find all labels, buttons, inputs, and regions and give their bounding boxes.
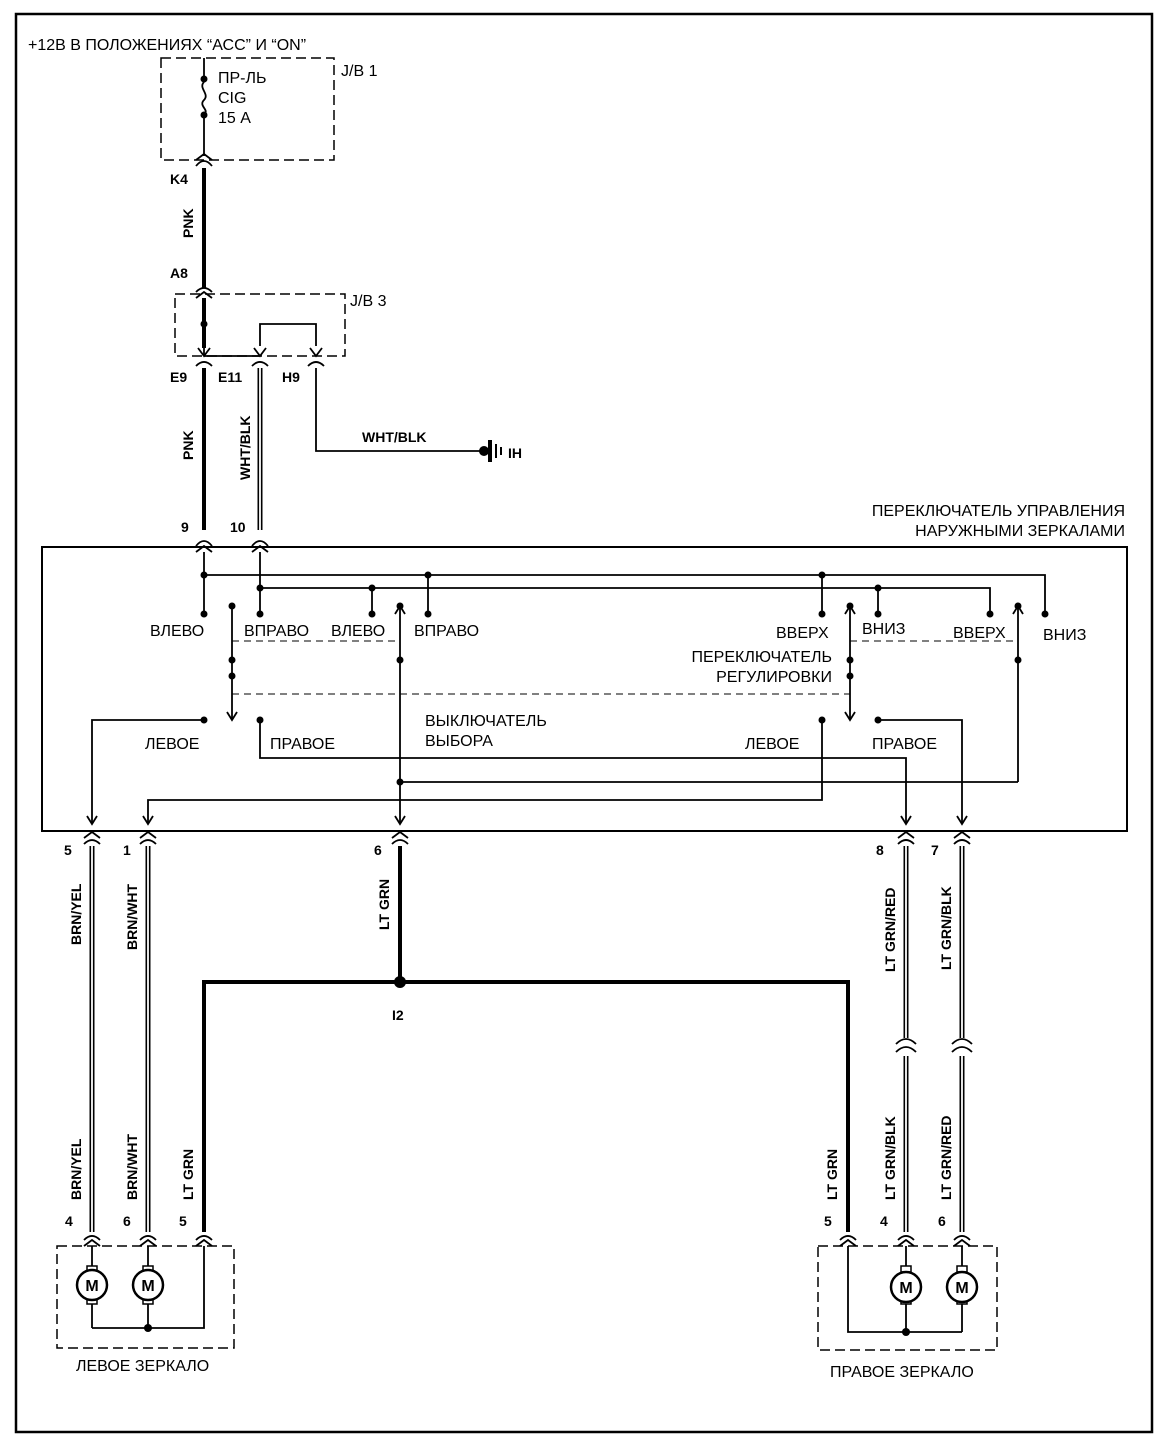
diagram-frame [14,12,1154,1434]
contact-label-down-1: ВНИЗ [862,621,905,638]
pin-switch-8: 8 [876,842,884,858]
right-motor-2-symbol: M [955,1280,968,1297]
left-motor-1-symbol: M [85,1278,98,1295]
fuse-rating: 15 А [218,110,251,127]
select-switch-label-line1: ВЫКЛЮЧАТЕЛЬ [425,713,547,730]
pin-right-mirror-4: 4 [880,1213,888,1229]
ground-point-label: IH [508,445,522,461]
left-motor-2-symbol: M [141,1278,154,1295]
connector-h9 [307,361,325,367]
pin-right-mirror-6: 6 [938,1213,946,1229]
connector-left-mirror [83,1235,213,1247]
motor-icon [131,1268,165,1302]
jb3-internal-wiring [197,298,323,358]
connector-switch-6 [391,830,409,845]
wire-label-lt-grn-top: LT GRN [376,879,392,930]
pin-switch-1: 1 [123,842,131,858]
connector-right-mirror [839,1235,971,1247]
pin-h9: H9 [282,369,300,385]
select-switch-label-line2: ВЫБОРА [425,733,493,750]
wire-label-brn-yel-bottom: BRN/YEL [68,1138,84,1200]
select-label-left-a: ЛЕВОЕ [145,736,199,753]
pin-e11: E11 [218,369,242,385]
connector-switch-8 [897,830,915,845]
wire-label-lt-grn-left-bottom: LT GRN [180,1149,196,1200]
left-mirror-label: ЛЕВОЕ ЗЕРКАЛО [76,1358,209,1375]
contact-label-left-1: ВЛЕВО [150,623,204,640]
fuse-name-line1: ПР-ЛЬ [218,70,267,87]
wire-label-wht-blk-vertical: WHT/BLK [237,415,253,480]
contact-label-left-2: ВЛЕВО [331,623,385,640]
fuse-symbol [200,58,208,156]
pin-left-mirror-4: 4 [65,1213,73,1229]
right-mirror-label: ПРАВОЕ ЗЕРКАЛО [830,1364,974,1381]
connector-switch-1 [139,830,157,845]
contact-label-up-1: ВВЕРХ [776,625,829,642]
pin-switch-9: 9 [181,519,189,535]
mirror-control-switch [41,546,1128,832]
motor-icon [945,1270,979,1304]
adjust-switch-label-line2: РЕГУЛИРОВКИ [716,669,832,686]
splice-i2-label: I2 [392,1007,404,1023]
junction-block-1 [160,57,335,161]
contact-label-down-2: ВНИЗ [1043,627,1086,644]
wire-label-brn-wht-bottom: BRN/WHT [124,1133,140,1200]
jb1-label: J/B 1 [341,63,378,80]
connector-e11 [251,361,269,367]
wire-label-pnk-top: PNK [180,208,196,238]
left-mirror [56,1245,235,1349]
wire-label-lt-grn-red-bottom: LT GRN/RED [938,1115,954,1200]
motor-icon [889,1270,923,1304]
wire-label-wht-blk-horizontal: WHT/BLK [362,429,427,445]
pin-e9: E9 [170,369,187,385]
fuse-name-line2: CIG [218,90,246,107]
contact-label-up-2: ВВЕРХ [953,625,1006,642]
adjust-switch-label-line1: ПЕРЕКЛЮЧАТЕЛЬ [692,649,833,666]
connector-k4 [195,152,213,167]
switch-title-line2: НАРУЖНЫМИ ЗЕРКАЛАМИ [915,523,1125,540]
select-label-right-a: ПРАВОЕ [270,736,335,753]
ground-symbol [479,440,502,462]
pin-switch-6: 6 [374,842,382,858]
connector-a8 [195,287,213,299]
pin-switch-7: 7 [931,842,939,858]
connector-switch-7 [953,830,971,845]
wire-label-lt-grn-blk-top: LT GRN/BLK [938,886,954,970]
pin-left-mirror-6: 6 [123,1213,131,1229]
pin-switch-10: 10 [230,519,246,535]
motor-icon [75,1268,109,1302]
connector-switch-10 [251,540,269,553]
connector-switch-5 [83,830,101,845]
contact-label-right-2: ВПРАВО [414,623,479,640]
wire-label-lt-grn-right-bottom: LT GRN [824,1149,840,1200]
switch-title-line1: ПЕРЕКЛЮЧАТЕЛЬ УПРАВЛЕНИЯ [872,503,1125,520]
right-motor-1-symbol: M [899,1280,912,1297]
wire-lt-grn-left [202,980,400,1232]
wire-lt-grn-right [400,980,850,1232]
wire-label-pnk-bottom: PNK [180,430,196,460]
power-supply-label: +12В В ПОЛОЖЕНИЯХ “АСС” И “ON” [28,37,306,54]
switch-internal-wiring [86,552,1049,826]
wire-label-lt-grn-blk-bottom: LT GRN/BLK [882,1116,898,1200]
jb3-label: J/B 3 [350,293,387,310]
contact-label-right-1: ВПРАВО [244,623,309,640]
wire-label-brn-wht-top: BRN/WHT [124,883,140,950]
wire-label-lt-grn-red-top: LT GRN/RED [882,887,898,972]
inline-connector-right-mirror [895,1038,973,1056]
select-label-right-b: ПРАВОЕ [872,736,937,753]
wire-wht-blk-ground [315,368,482,452]
pin-a8: A8 [170,265,188,281]
pin-left-mirror-5: 5 [179,1213,187,1229]
connector-e9 [195,361,213,367]
connector-switch-9 [195,540,213,553]
right-mirror [817,1245,998,1351]
pin-k4: K4 [170,171,188,187]
pin-switch-5: 5 [64,842,72,858]
pin-right-mirror-5: 5 [824,1213,832,1229]
wire-label-brn-yel-top: BRN/YEL [68,883,84,945]
select-label-left-b: ЛЕВОЕ [745,736,799,753]
